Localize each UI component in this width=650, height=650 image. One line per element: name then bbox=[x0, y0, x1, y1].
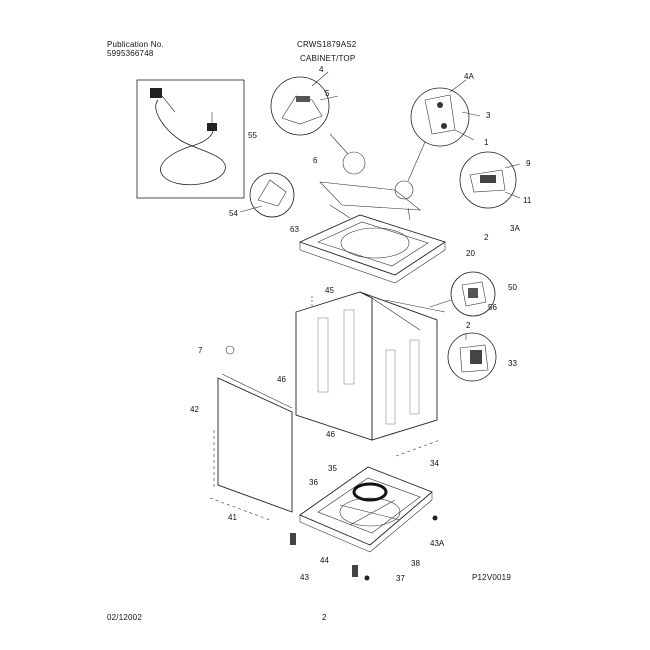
part-label: 36 bbox=[309, 478, 318, 487]
part-label: 3 bbox=[486, 111, 491, 120]
part-label: 11 bbox=[523, 196, 532, 205]
cabinet-back-panel bbox=[295, 291, 438, 441]
part-label: 50 bbox=[508, 283, 517, 292]
part-label: 43A bbox=[430, 539, 445, 548]
part-label: 4A bbox=[464, 72, 474, 81]
part-label: 1 bbox=[484, 138, 489, 147]
part-label: 46 bbox=[277, 375, 286, 384]
mounting-bracket-inset bbox=[447, 332, 497, 382]
part-label: 33 bbox=[508, 359, 517, 368]
footer-date: 02/12002 bbox=[107, 613, 142, 622]
part-label: 44 bbox=[320, 556, 329, 565]
part-label: 9 bbox=[526, 159, 531, 168]
part-label: 43 bbox=[300, 573, 309, 582]
control-bracket-inset bbox=[429, 271, 496, 317]
part-label: 41 bbox=[228, 513, 237, 522]
publication-number: 5995366748 bbox=[107, 49, 154, 58]
part-label: 45 bbox=[325, 286, 334, 295]
part-label: 2 bbox=[484, 233, 489, 242]
lid-switch-inset bbox=[394, 79, 481, 200]
part-label: 35 bbox=[328, 464, 337, 473]
leader-lines bbox=[209, 296, 446, 521]
footer-page-number: 2 bbox=[322, 613, 327, 622]
part-label: 6 bbox=[313, 156, 318, 165]
part-label: 3A bbox=[510, 224, 520, 233]
power-cord-inset bbox=[136, 79, 245, 199]
cabinet-top bbox=[298, 181, 447, 284]
part-label: 34 bbox=[430, 459, 439, 468]
cabinet-base bbox=[290, 466, 438, 581]
model-number: CRWS1879AS2 bbox=[297, 40, 357, 49]
top-cover-part-inset bbox=[239, 172, 295, 218]
part-label: 5 bbox=[325, 89, 330, 98]
part-label: 2 bbox=[466, 321, 471, 330]
part-label: 56 bbox=[488, 303, 497, 312]
part-label: 54 bbox=[229, 209, 238, 218]
section-title: CABINET/TOP bbox=[300, 54, 356, 63]
part-label: 38 bbox=[411, 559, 420, 568]
part-label: 4 bbox=[319, 65, 324, 74]
part-label: 46 bbox=[326, 430, 335, 439]
part-label: 7 bbox=[198, 346, 203, 355]
part-label: 37 bbox=[396, 574, 405, 583]
part-label: 55 bbox=[248, 131, 257, 140]
hinge-detail-inset bbox=[270, 71, 366, 175]
latch-inset bbox=[459, 151, 521, 209]
part-label: 42 bbox=[190, 405, 199, 414]
publication-label: Publication No. bbox=[107, 40, 164, 49]
figure-code: P12V0019 bbox=[472, 573, 511, 582]
part-label: 20 bbox=[466, 249, 475, 258]
part-label: 63 bbox=[290, 225, 299, 234]
cabinet-front-panel bbox=[217, 345, 293, 513]
